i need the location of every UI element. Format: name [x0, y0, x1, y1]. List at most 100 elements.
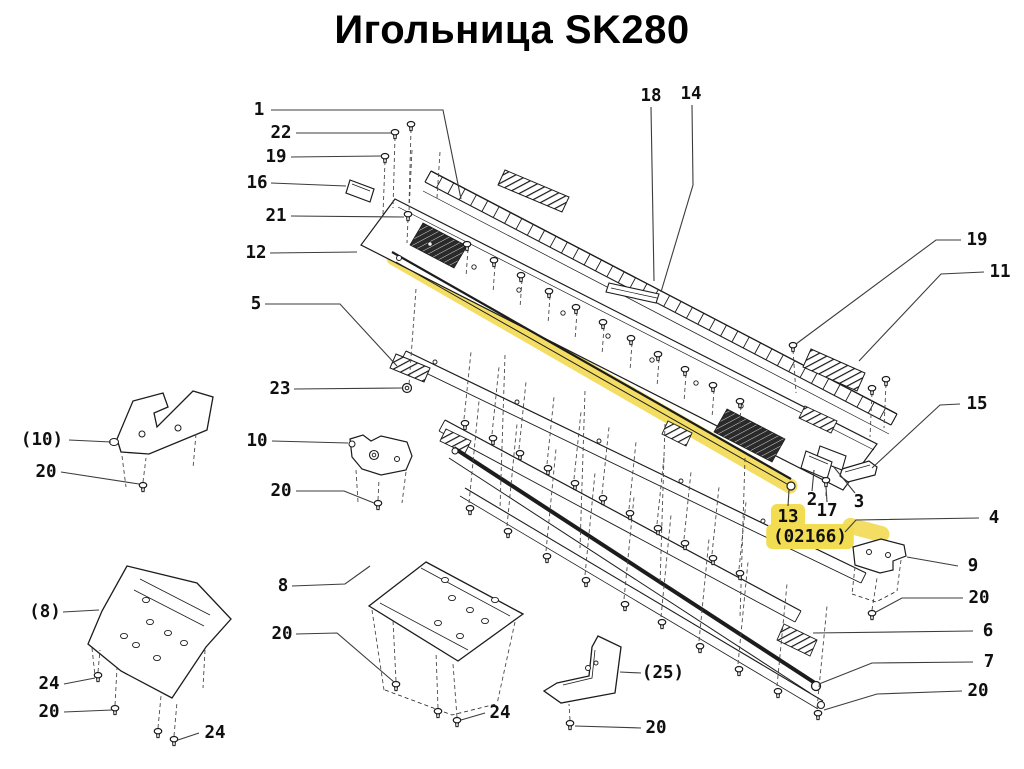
- screw-icon: [821, 476, 831, 488]
- screw-icon: [503, 527, 513, 539]
- part-bracket-25: [542, 635, 622, 704]
- leader-line: [818, 661, 974, 685]
- screw-icon: [657, 618, 667, 630]
- page-title: Игольница SK280: [334, 8, 690, 52]
- screw-icon: [788, 341, 798, 353]
- part-bottom-strip: [459, 487, 826, 710]
- exploded-drawing: [87, 128, 907, 737]
- leader-line: [270, 182, 347, 187]
- screw-icon: [406, 120, 416, 132]
- leader-line: [63, 709, 113, 713]
- callout-1: 1: [254, 100, 265, 120]
- leader-line: [63, 677, 96, 685]
- callout-20: 20: [38, 702, 59, 722]
- screw-icon: [110, 704, 120, 716]
- leader-line: [291, 565, 371, 587]
- screw-icon: [867, 384, 877, 396]
- leader-line: [832, 465, 856, 494]
- screw-icon: [813, 709, 823, 721]
- screw-icon: [433, 707, 443, 719]
- leader-line: [811, 469, 815, 492]
- leader-line: [906, 556, 959, 567]
- screw-icon: [452, 716, 462, 728]
- leader-line: [296, 490, 375, 504]
- callout-highlight: [766, 524, 854, 549]
- callout-12: 12: [245, 243, 266, 263]
- callout-10: 10: [246, 431, 267, 451]
- leader-line: [460, 712, 486, 721]
- callout-9: 9: [968, 556, 979, 576]
- part-needle-bed-plate: [360, 198, 878, 491]
- callout-20: 20: [967, 681, 988, 701]
- part-bar-15: [839, 460, 878, 483]
- leader-line: [871, 403, 961, 469]
- callout-24: 24: [38, 674, 59, 694]
- leader-line: [795, 239, 961, 345]
- leader-line: [265, 303, 398, 367]
- callout-10: (10): [21, 430, 63, 450]
- part-rail-13-highlighted: [391, 251, 796, 491]
- leader-line: [295, 632, 395, 683]
- part-plate-8-left: [87, 565, 232, 699]
- leader-line: [812, 630, 974, 634]
- part-retainer-bar: [605, 282, 660, 304]
- leader-line: [271, 109, 462, 200]
- screw-icon: [488, 434, 498, 446]
- callout-4: 4: [989, 508, 1000, 528]
- screw-icon: [380, 152, 390, 164]
- leader-line: [290, 155, 382, 158]
- callout-11: 11: [989, 262, 1010, 282]
- screw-icon: [169, 735, 179, 747]
- part-rail-6: [438, 419, 818, 657]
- screw-icon: [881, 375, 891, 387]
- screw-icon: [565, 719, 575, 731]
- screw-icon: [680, 539, 690, 551]
- part-bracket-9: [852, 538, 907, 574]
- leader-line: [269, 251, 358, 254]
- callout-5: 5: [251, 294, 262, 314]
- construction-dashes: [91, 128, 902, 737]
- screw-icon: [867, 609, 877, 621]
- leader-line: [858, 271, 985, 362]
- callout-20: 20: [271, 624, 292, 644]
- part-block-16: [345, 179, 375, 203]
- leader-line: [62, 609, 100, 613]
- callout-14: 14: [680, 84, 701, 104]
- callout-13: 13: [777, 507, 798, 527]
- callout-24: 24: [489, 703, 510, 723]
- leader-line: [787, 489, 790, 507]
- leader-line: [844, 517, 980, 533]
- needle-block-left: [409, 222, 468, 269]
- leader-line: [290, 215, 405, 218]
- callout-21: 21: [265, 206, 286, 226]
- callout-2: 2: [807, 490, 818, 510]
- leader-line: [823, 690, 963, 711]
- callout-highlight: [771, 504, 805, 529]
- screw-icon: [773, 687, 783, 699]
- screw-icon: [465, 504, 475, 516]
- screw-icon: [695, 642, 705, 654]
- callout-25: (25): [642, 663, 684, 683]
- screw-icon: [708, 554, 718, 566]
- callout-15: 15: [966, 394, 987, 414]
- screw-icon: [373, 499, 383, 511]
- leader-line: [293, 387, 403, 390]
- callout-19: 19: [966, 230, 987, 250]
- callout-8: 8: [278, 576, 289, 596]
- screw-icon: [138, 481, 148, 493]
- callout-02166: (02166): [773, 527, 847, 547]
- leader-line: [177, 732, 200, 741]
- screw-icon: [460, 419, 470, 431]
- part-plate-8-mid: [367, 561, 525, 662]
- part-rail-7: [448, 446, 822, 694]
- callout-6: 6: [983, 621, 994, 641]
- callout-3: 3: [854, 492, 865, 512]
- screw-icon: [735, 569, 745, 581]
- leader-line: [650, 106, 655, 282]
- callout-23: 23: [269, 379, 290, 399]
- part-bracket-10-left: [109, 390, 214, 455]
- callout-17: 17: [816, 501, 837, 521]
- leader-line: [271, 440, 349, 444]
- callout-20: 20: [270, 481, 291, 501]
